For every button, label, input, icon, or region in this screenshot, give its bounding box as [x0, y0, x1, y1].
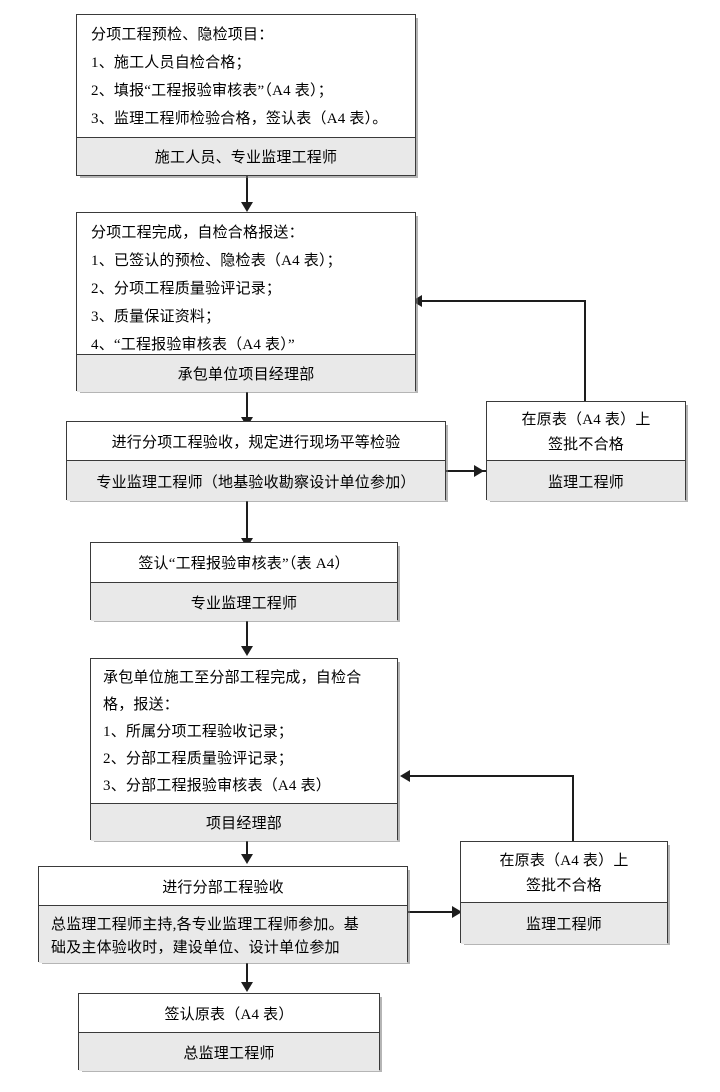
node-n3-line-0: 进行分项工程验收，规定进行现场平等检验	[111, 434, 401, 451]
node-r1-line-1: 签批不合格	[547, 437, 624, 453]
node-n5-line-0: 承包单位施工至分部工程完成，自检合	[103, 670, 362, 686]
connector-n6-n7	[246, 962, 248, 986]
node-n7-actor: 总监理工程师	[79, 1032, 379, 1071]
arrow-n4-n5	[241, 646, 253, 656]
node-n3-actor-label: 专业监理工程师（地基验收勘察设计单位参加）	[96, 474, 416, 491]
node-r1-actor-label: 监理工程师	[547, 474, 624, 491]
arrow-r1-n2	[412, 295, 422, 307]
connector-r2-up	[572, 775, 574, 841]
node-n3-body: 进行分项工程验收，规定进行现场平等检验	[67, 422, 445, 460]
node-n4-actor-label: 专业监理工程师	[190, 595, 298, 612]
node-n1-line-1: 1、施工人员自检合格；	[91, 55, 251, 71]
arrow-n6-n7	[241, 982, 253, 992]
node-n5-line-1: 格，报送：	[103, 697, 180, 713]
node-n6-actor: 总监理工程师主持,各专业监理工程师参加。基 础及主体验收时，建设单位、设计单位参…	[39, 905, 407, 963]
node-n5-actor: 项目经理部	[91, 803, 397, 841]
process-node-n7[interactable]: 签认原表（A4 表） 总监理工程师	[78, 993, 380, 1071]
process-node-n1[interactable]: 分项工程预检、隐检项目： 1、施工人员自检合格； 2、填报“工程报验审核表”（A…	[76, 14, 416, 176]
node-r2-line-0: 在原表（A4 表）上	[499, 853, 629, 869]
node-n7-body: 签认原表（A4 表）	[79, 994, 379, 1032]
connector-r2-n5	[408, 775, 574, 777]
node-n1-line-2: 2、填报“工程报验审核表”（A4 表）；	[91, 83, 333, 99]
node-n2-line-4: 4、“工程报验审核表（A4 表）”	[91, 337, 295, 353]
process-node-n4[interactable]: 签认“工程报验审核表”（表 A4） 专业监理工程师	[90, 542, 398, 621]
node-n6-actor-line-0: 总监理工程师主持,各专业监理工程师参加。基	[51, 916, 359, 933]
node-r1-body: 在原表（A4 表）上 签批不合格	[487, 402, 685, 460]
node-n2-line-2: 2、分项工程质量验评记录；	[91, 281, 282, 297]
connector-n1-n2	[246, 176, 248, 204]
node-n6-body: 进行分部工程验收	[39, 867, 407, 905]
process-node-n2[interactable]: 分项工程完成，自检合格报送： 1、已签认的预检、隐检表（A4 表）； 2、分项工…	[76, 212, 416, 392]
node-n1-line-0: 分项工程预检、隐检项目：	[91, 27, 274, 43]
node-r1-line-0: 在原表（A4 表）上	[521, 412, 651, 428]
node-n1-body: 分项工程预检、隐检项目： 1、施工人员自检合格； 2、填报“工程报验审核表”（A…	[77, 15, 415, 137]
connector-n3-n4	[246, 500, 248, 542]
node-n2-actor: 承包单位项目经理部	[77, 354, 415, 392]
arrow-n6-r2	[452, 906, 462, 918]
node-n1-line-3: 3、监理工程师检验合格，签认表（A4 表）。	[91, 111, 388, 127]
process-node-n5[interactable]: 承包单位施工至分部工程完成，自检合 格，报送： 1、所属分项工程验收记录； 2、…	[90, 658, 398, 841]
arrow-n5-n6	[241, 854, 253, 864]
node-r2-actor-label: 监理工程师	[525, 917, 602, 933]
node-n4-body: 签认“工程报验审核表”（表 A4）	[91, 543, 397, 582]
node-n6-actor-line-1: 础及主体验收时，建设单位、设计单位参加	[51, 939, 340, 956]
reject-node-r1[interactable]: 在原表（A4 表）上 签批不合格 监理工程师	[486, 401, 686, 501]
node-n7-line-0: 签认原表（A4 表）	[164, 1006, 294, 1023]
connector-n4-n5	[246, 620, 248, 650]
node-n5-line-4: 3、分部工程报验审核表（A4 表）	[103, 778, 331, 794]
process-node-n3[interactable]: 进行分项工程验收，规定进行现场平等检验 专业监理工程师（地基验收勘察设计单位参加…	[66, 421, 446, 501]
connector-n6-r2	[408, 911, 464, 913]
node-n5-actor-label: 项目经理部	[205, 816, 282, 832]
node-n5-line-2: 1、所属分项工程验收记录；	[103, 724, 294, 740]
connector-n5-n6	[246, 840, 248, 858]
node-n7-actor-label: 总监理工程师	[183, 1045, 275, 1062]
node-r2-actor: 监理工程师	[461, 902, 667, 944]
node-n2-line-1: 1、已签认的预检、隐检表（A4 表）；	[91, 253, 342, 269]
arrow-r2-n5	[400, 770, 410, 782]
node-n1-actor-label: 施工人员、专业监理工程师	[154, 150, 338, 166]
node-n4-line-0: 签认“工程报验审核表”（表 A4）	[138, 556, 350, 572]
arrow-n3-r1	[474, 465, 484, 477]
node-n4-actor: 专业监理工程师	[91, 582, 397, 621]
process-node-n6[interactable]: 进行分部工程验收 总监理工程师主持,各专业监理工程师参加。基 础及主体验收时，建…	[38, 866, 408, 963]
node-n6-line-0: 进行分部工程验收	[162, 879, 284, 896]
node-n2-actor-label: 承包单位项目经理部	[177, 367, 315, 383]
node-r2-body: 在原表（A4 表）上 签批不合格	[461, 842, 667, 902]
reject-node-r2[interactable]: 在原表（A4 表）上 签批不合格 监理工程师	[460, 841, 668, 944]
node-n1-actor: 施工人员、专业监理工程师	[77, 137, 415, 175]
node-n5-line-3: 2、分部工程质量验评记录；	[103, 751, 294, 767]
connector-r1-up	[584, 300, 586, 401]
node-n2-line-3: 3、质量保证资料；	[91, 309, 221, 325]
node-n2-body: 分项工程完成，自检合格报送： 1、已签认的预检、隐检表（A4 表）； 2、分项工…	[77, 213, 415, 354]
node-n5-body: 承包单位施工至分部工程完成，自检合 格，报送： 1、所属分项工程验收记录； 2、…	[91, 659, 397, 803]
node-r1-actor: 监理工程师	[487, 460, 685, 501]
connector-n3-r1	[446, 470, 486, 472]
connector-r1-n2	[420, 300, 586, 302]
node-n3-actor: 专业监理工程师（地基验收勘察设计单位参加）	[67, 460, 445, 501]
node-n2-line-0: 分项工程完成，自检合格报送：	[91, 225, 304, 241]
node-r2-line-1: 签批不合格	[525, 878, 602, 894]
arrow-n1-n2	[241, 202, 253, 212]
connector-n2-n3	[246, 391, 248, 421]
